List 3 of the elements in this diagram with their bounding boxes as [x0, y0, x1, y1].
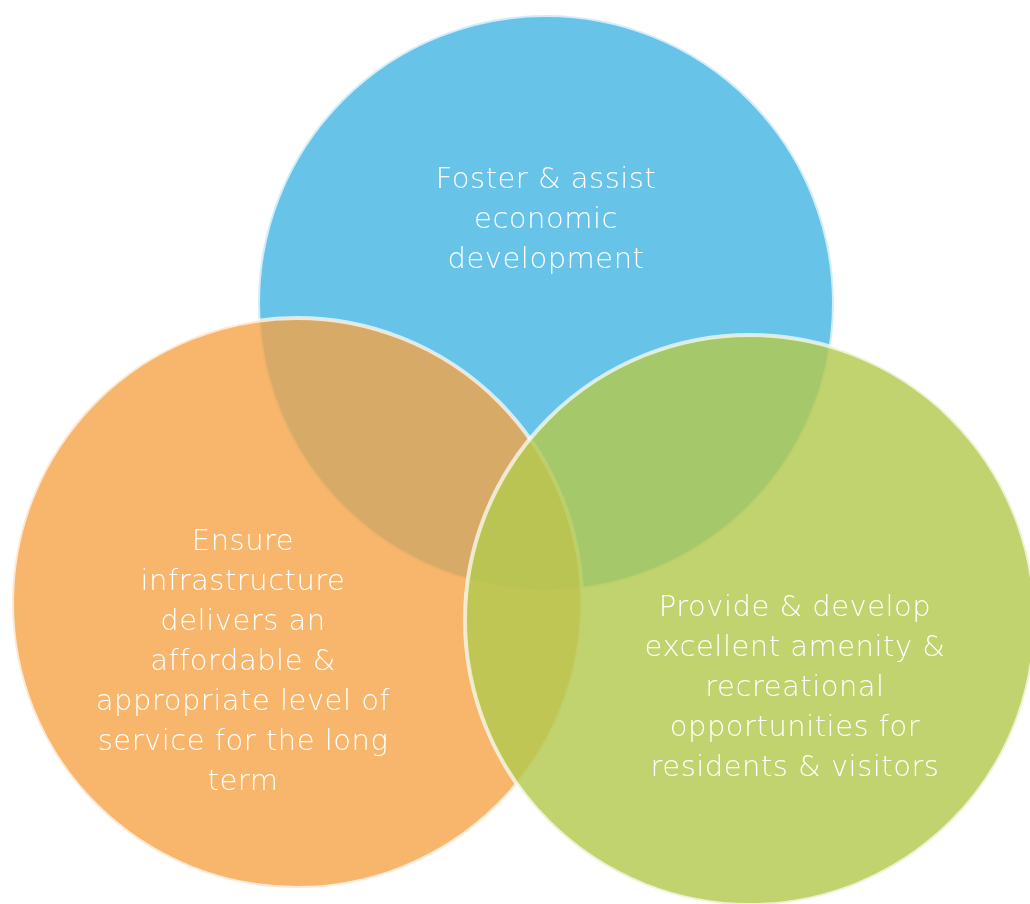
circle-label: Provide & develop excellent amenity & recreational opportunities for residents & visitors — [643, 588, 947, 785]
circle-label: Foster & assist economic development — [434, 160, 658, 277]
circle-label: Ensure infrastructure delivers an affordable & appropriate level of service for the long term — [94, 522, 392, 799]
